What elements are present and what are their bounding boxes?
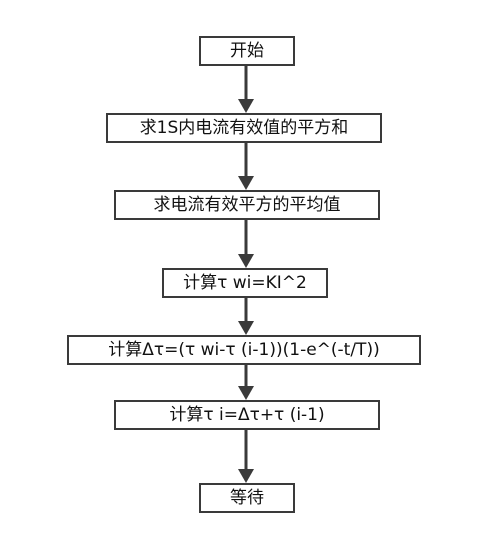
start-node: 开始 — [199, 36, 295, 66]
connector-arrow — [238, 430, 254, 483]
wait-node: 等待 — [199, 483, 295, 513]
connector-arrow — [238, 298, 254, 335]
sum-of-squares-node: 求1S内电流有效值的平方和 — [106, 113, 382, 143]
compute-current-temp-node: 计算τ i=Δτ+τ (i-1) — [114, 400, 380, 430]
connector-arrow — [238, 66, 254, 113]
mean-square-node: 求电流有效平方的平均值 — [114, 190, 380, 220]
compute-delta-temp-node: 计算Δτ=(τ wi-τ (i-1))(1-e^(-t/T)) — [67, 335, 421, 365]
connector-arrow — [238, 143, 254, 190]
connector-arrow — [238, 220, 254, 268]
compute-steady-temp-node: 计算τ wi=KI^2 — [162, 268, 328, 298]
connector-arrow — [238, 365, 254, 400]
